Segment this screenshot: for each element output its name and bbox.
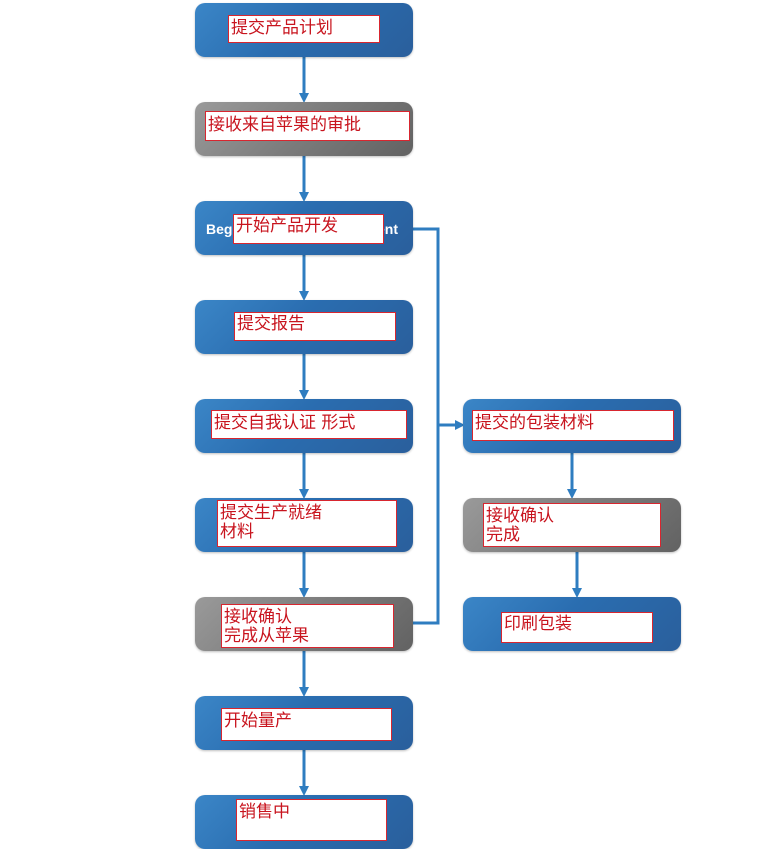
node-label: 提交生产就绪 材料 xyxy=(217,500,397,547)
connector-development-branch xyxy=(413,227,440,425)
node-label: 提交的包装材料 xyxy=(472,410,674,441)
node-label: 开始产品开发 xyxy=(233,214,384,244)
node-print-packaging: 印刷包装 xyxy=(463,597,681,651)
label-line: 提交自我认证 形式 xyxy=(214,413,356,433)
node-receive-confirmation-done: 接收确认 完成 xyxy=(463,498,681,552)
node-receive-confirmation-apple: 接收确认 完成从苹果 xyxy=(195,597,413,651)
node-label: 提交报告 xyxy=(234,312,396,341)
label-line: 开始量产 xyxy=(224,711,292,731)
node-label: 开始量产 xyxy=(221,708,392,741)
label-line: 提交产品计划 xyxy=(231,18,333,38)
underlying-text-left: Beg xyxy=(206,221,233,237)
label-line: 材料 xyxy=(220,522,254,542)
node-label: 提交自我认证 形式 xyxy=(211,410,407,439)
node-submit-report: 提交报告 xyxy=(195,300,413,354)
label-line: 开始产品开发 xyxy=(236,216,338,236)
node-label: 销售中 xyxy=(236,799,387,841)
node-start-mass-production: 开始量产 xyxy=(195,696,413,750)
label-line: 接收确认 xyxy=(486,506,554,526)
label-line: 提交生产就绪 xyxy=(220,503,322,523)
node-on-sale: 销售中 xyxy=(195,795,413,849)
node-submit-production-ready: 提交生产就绪 材料 xyxy=(195,498,413,552)
label-line: 提交的包装材料 xyxy=(475,413,594,433)
label-line: 提交报告 xyxy=(237,314,305,334)
label-line: 完成从苹果 xyxy=(224,626,309,646)
node-submit-packaging: 提交的包装材料 xyxy=(463,399,681,453)
node-begin-product-development: Beg ent 开始产品开发 xyxy=(195,201,413,255)
connector-confirmation-branch xyxy=(413,425,440,625)
node-receive-apple-approval: 接收来自苹果的审批 xyxy=(195,102,413,156)
node-label: 接收确认 完成从苹果 xyxy=(221,604,394,648)
label-line: 完成 xyxy=(486,525,520,545)
node-label: 提交产品计划 xyxy=(228,15,380,43)
label-line: 印刷包装 xyxy=(504,614,572,634)
label-line: 销售中 xyxy=(239,802,290,822)
node-label: 印刷包装 xyxy=(501,612,653,643)
node-label: 接收来自苹果的审批 xyxy=(205,111,410,141)
label-line: 接收确认 xyxy=(224,607,292,627)
label-line: 接收来自苹果的审批 xyxy=(208,115,361,135)
node-submit-product-plan: 提交产品计划 xyxy=(195,3,413,57)
node-label: 接收确认 完成 xyxy=(483,503,661,547)
node-submit-self-certification: 提交自我认证 形式 xyxy=(195,399,413,453)
